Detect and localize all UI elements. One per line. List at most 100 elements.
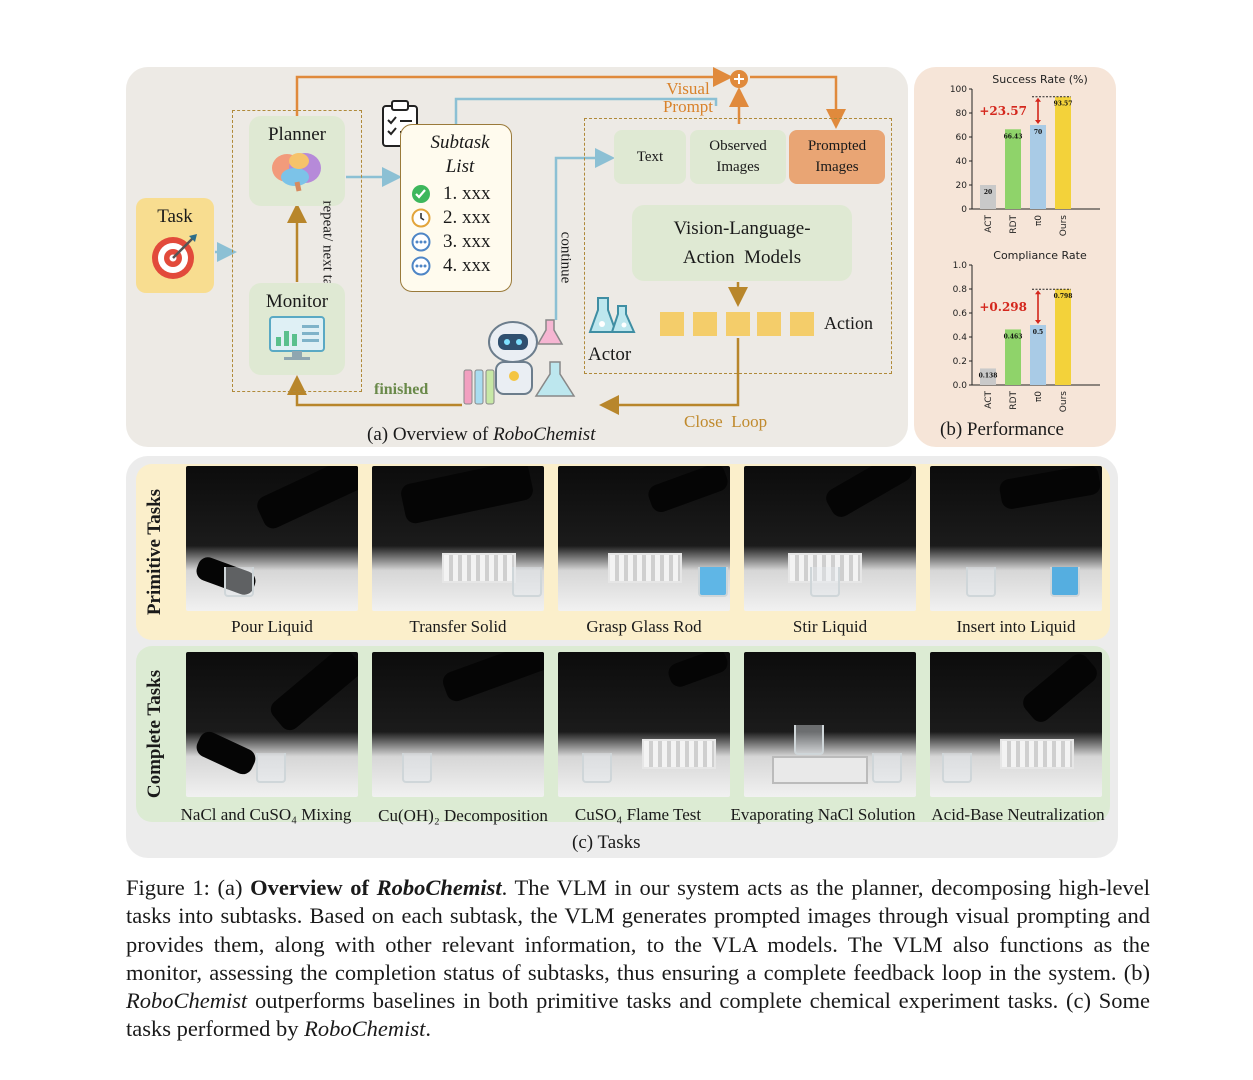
y-tick-label: 20 — [956, 181, 968, 191]
panel-a-caption-name: RoboChemist — [493, 424, 596, 445]
y-tick-label: 0.8 — [953, 285, 968, 295]
bar-value-label: 20 — [984, 189, 992, 196]
y-tick-label: 0.4 — [953, 333, 968, 343]
bar-pi0 — [1030, 125, 1046, 209]
task-label-acid-base: Acid-Base Neutralization — [931, 805, 1105, 824]
observed-images-label: Observed Images — [709, 138, 767, 175]
bar-act — [980, 185, 996, 209]
y-tick-label: 80 — [956, 109, 968, 119]
complete-label-wrap: Complete Tasks — [136, 646, 174, 822]
task-label-grasp-glass-rod: Grasp Glass Rod — [586, 617, 702, 636]
vla-label-line1: Vision-Language- — [673, 218, 811, 239]
task-photo-insert-into-liquid — [930, 466, 1102, 611]
x-tick-label: Ours — [1059, 391, 1069, 412]
action-label: Action — [824, 313, 873, 333]
caption-bold-title: Overview of — [250, 875, 377, 900]
task-label-evaporating-nacl: Evaporating NaCl Solution — [730, 805, 916, 824]
bar-act — [980, 368, 996, 385]
y-tick-label: 40 — [956, 157, 968, 167]
task-photo-pour-liquid — [186, 466, 358, 611]
subtask-item: 1. xxx — [411, 182, 491, 206]
caption-italic-1: RoboChemist — [126, 988, 248, 1014]
performance-charts: Success Rate (%)02040608010020ACT66.43RD… — [950, 73, 1100, 412]
finished-label: finished — [374, 381, 429, 398]
action-token — [790, 312, 814, 336]
task-photo-transfer-solid — [372, 466, 544, 611]
repeat-label-wrap: repeat/ next task — [307, 200, 347, 299]
subtask-item: 3. xxx — [411, 230, 491, 254]
task-label-nacl-cuso4-mixing: NaCl and CuSO₄ Mixing — [180, 805, 352, 824]
x-tick-label: ACT — [984, 214, 994, 232]
bar-value-label: 70 — [1034, 129, 1042, 136]
caption-lead: Figure 1: (a) — [126, 875, 251, 900]
bar-rdt — [1005, 329, 1021, 385]
task-photo-nacl-cuso4-mixing — [186, 652, 358, 797]
action-token — [757, 312, 781, 336]
monitor-label: Monitor — [265, 291, 329, 312]
bar-ours — [1055, 96, 1071, 209]
visual-prompt-label: Visual Prompt — [662, 79, 714, 116]
close-loop-label: Close Loop — [684, 412, 768, 431]
panel-a-caption: (a) Overview of RoboChemist — [367, 424, 595, 446]
task-box: Task — [136, 198, 214, 293]
primitive-label-wrap: Primitive Tasks — [136, 464, 174, 640]
action-tokens — [660, 312, 820, 338]
flask-icon — [588, 297, 636, 333]
action-token — [693, 312, 717, 336]
primitive-tasks-label: Primitive Tasks — [144, 488, 165, 616]
panel-b-caption: (b) Performance — [940, 419, 1064, 440]
complete-tasks-label: Complete Tasks — [144, 669, 165, 799]
bar-rdt — [1005, 129, 1021, 209]
text-input-box: Text — [614, 130, 686, 184]
prompted-images-box: Prompted Images — [789, 130, 885, 184]
task-photo-stir-liquid — [744, 466, 916, 611]
x-tick-label: π0 — [1034, 391, 1044, 402]
subtask-item-text: 4. xxx — [443, 255, 491, 276]
robot-icon — [463, 319, 576, 405]
subtask-item-text: 3. xxx — [443, 231, 491, 252]
caption-italic-2: RoboChemist — [304, 1016, 426, 1042]
subtask-item: 2. xxx — [411, 206, 491, 230]
caption-bold-name: RoboChemist — [376, 875, 502, 900]
planner-box: Planner — [249, 116, 345, 206]
delta-label: +23.57 — [979, 104, 1027, 118]
text-input-label: Text — [636, 149, 664, 165]
delta-arrow-head — [1035, 120, 1041, 124]
task-photo-grasp-glass-rod — [558, 466, 730, 611]
task-label-pour-liquid: Pour Liquid — [231, 617, 313, 636]
task-label-insert-into-liquid: Insert into Liquid — [956, 617, 1076, 636]
y-tick-label: 100 — [950, 85, 967, 95]
x-tick-label: RDT — [1009, 215, 1019, 234]
prompted-images-label: Prompted Images — [807, 138, 867, 175]
bar-value-label: 0.5 — [1033, 329, 1043, 336]
vla-models-box: Vision-Language- Action Models — [632, 205, 852, 281]
x-tick-label: RDT — [1009, 391, 1019, 410]
y-tick-label: 0.2 — [953, 357, 967, 367]
subtask-list-title: Subtask List — [430, 132, 490, 177]
caption-end: . — [425, 1016, 431, 1042]
monitor-box: Monitor — [249, 283, 345, 375]
x-tick-label: ACT — [984, 390, 994, 408]
subtask-item-text: 2. xxx — [443, 207, 491, 228]
y-tick-label: 0.0 — [953, 381, 968, 391]
task-photo-cuoh2-decomposition — [372, 652, 544, 797]
bar-value-label: 0.798 — [1054, 293, 1073, 300]
brain-icon — [272, 153, 321, 192]
delta-label: +0.298 — [979, 300, 1027, 314]
pending-icon — [411, 232, 431, 252]
repeat-next-task-label: repeat/ next task — [319, 200, 336, 299]
chart-title: Compliance Rate — [993, 249, 1087, 262]
target-icon — [152, 234, 197, 279]
subtask-item-text: 1. xxx — [443, 183, 491, 204]
planner-monitor-group — [232, 110, 362, 392]
action-token — [726, 312, 750, 336]
task-photo-cuso4-flame-test — [558, 652, 730, 797]
task-photo-acid-base-neutralization — [930, 652, 1102, 797]
y-tick-label: 0.6 — [953, 309, 968, 319]
clock-icon — [411, 208, 431, 228]
task-label: Task — [157, 206, 193, 227]
task-label-cuso4-flame-test: CuSO₄ Flame Test — [574, 805, 702, 824]
chart-title: Success Rate (%) — [992, 73, 1088, 86]
actor-label: Actor — [588, 344, 632, 365]
vla-label-line2: Action Models — [682, 247, 802, 268]
